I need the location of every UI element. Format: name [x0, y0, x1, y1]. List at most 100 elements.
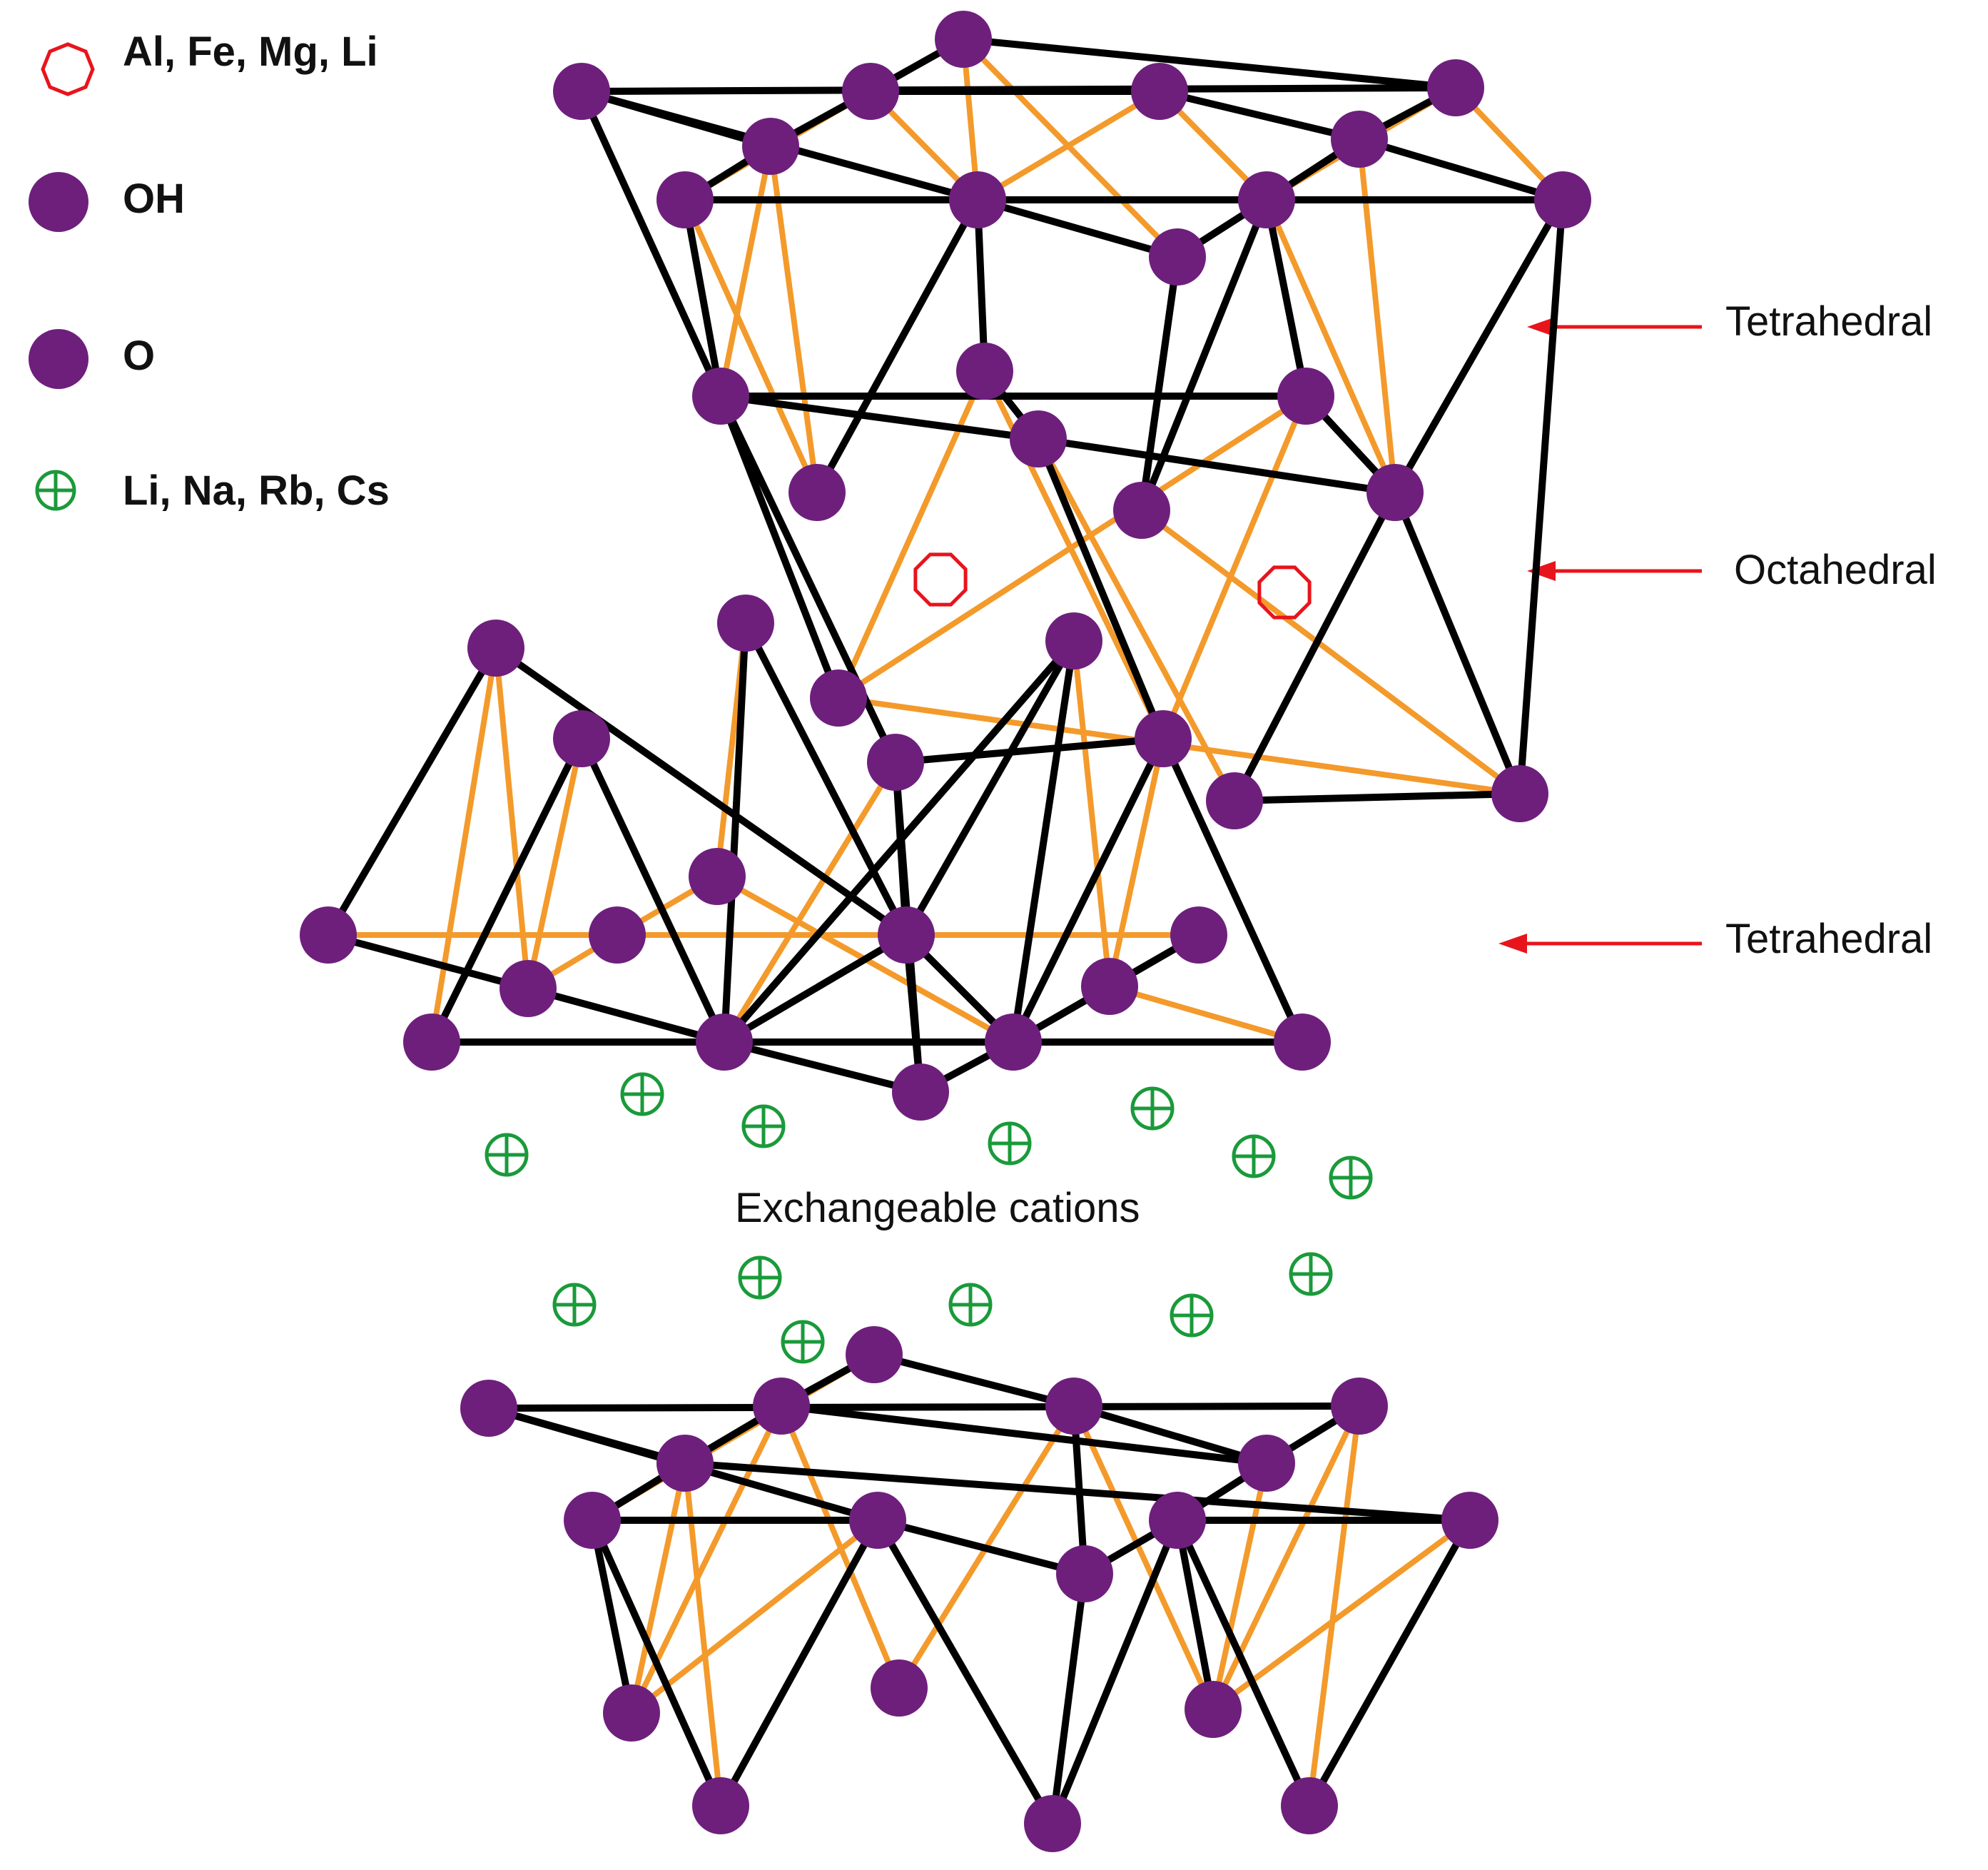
- oxygen-atom: [956, 343, 1013, 400]
- oxygen-atom: [892, 1063, 949, 1121]
- oxygen-atom: [553, 63, 610, 120]
- exchangeable-cation: [781, 1320, 825, 1364]
- black-bond: [578, 88, 724, 400]
- layer-label-top-tetrahedral: Tetrahedral: [1527, 298, 1932, 345]
- exchangeable-cation: [552, 1283, 597, 1327]
- oxygen-atom: [846, 1326, 903, 1383]
- oxygen-atom: [1491, 765, 1548, 822]
- black-bond: [1231, 489, 1399, 804]
- oxygen-atom: [949, 171, 1006, 228]
- exchangeable-cation: [485, 1133, 529, 1177]
- orange-bond: [1139, 507, 1523, 797]
- oxygen-atom: [1534, 171, 1591, 228]
- oxygen-atom: [985, 1014, 1042, 1071]
- octahedral-cation-site: [1257, 565, 1312, 620]
- oxygen-atom: [1238, 171, 1295, 228]
- black-bond: [892, 735, 1167, 766]
- octahedral-cation-group: [913, 552, 1312, 620]
- oxygen-atom: [589, 906, 646, 964]
- orange-bond: [1107, 736, 1166, 989]
- oxygen-atom: [1024, 1795, 1081, 1852]
- orange-bond: [836, 393, 1309, 701]
- oxygen-atom: [1185, 1681, 1242, 1738]
- orange-bond: [682, 1460, 724, 1809]
- black-bond: [960, 36, 1459, 91]
- legend-label-exchangeable-cation: Li, Na, Rb, Cs: [123, 468, 390, 514]
- orange-bond: [1035, 436, 1237, 804]
- oxygen-atom: [842, 63, 899, 120]
- orange-bond: [1160, 393, 1309, 742]
- black-bond: [589, 1517, 724, 1809]
- orange-bond: [1071, 638, 1112, 989]
- exchangeable-cation: [988, 1121, 1032, 1166]
- oxygen-atom: [564, 1492, 621, 1549]
- black-bond: [1156, 88, 1363, 143]
- black-bond: [589, 1517, 635, 1717]
- oxygen-atom: [300, 906, 357, 964]
- exchangeable-cation: [741, 1104, 786, 1148]
- oxygen-atom: [935, 11, 992, 68]
- oxygen-atom: [717, 595, 774, 652]
- exchangeable-cation: [738, 1255, 782, 1300]
- exchangeable-cation: [1130, 1086, 1175, 1131]
- black-bond: [681, 196, 724, 400]
- black-bond: [485, 1402, 1363, 1412]
- oxygen-atom: [1366, 464, 1424, 521]
- black-bond: [717, 393, 899, 766]
- black-bond: [717, 393, 1042, 443]
- black-bond: [874, 1517, 1056, 1827]
- black-bond: [871, 1351, 1077, 1410]
- black-bond: [721, 1038, 924, 1096]
- oxygen-atom: [810, 669, 867, 727]
- black-bond: [1391, 489, 1523, 797]
- black-bond: [1174, 1517, 1217, 1713]
- legend-label-oh: OH: [123, 176, 185, 222]
- black-bond: [717, 1517, 881, 1809]
- black-bond: [903, 637, 1077, 939]
- oxygen-atom: [753, 1378, 810, 1435]
- orange-bond: [975, 89, 1162, 203]
- oxygen-atom: [1281, 1777, 1338, 1834]
- orange-bond: [960, 36, 1180, 260]
- oxygen-atom: [1010, 410, 1067, 468]
- oxygen-atom: [1081, 958, 1138, 1015]
- legend-item-octahedral-cation: Al, Fe, Mg, Li: [41, 29, 378, 96]
- oxygen-atom: [1149, 1492, 1206, 1549]
- black-bond: [1035, 435, 1167, 742]
- black-bond: [524, 985, 728, 1046]
- oxygen-atom: [1277, 368, 1334, 425]
- black-bond: [325, 931, 532, 992]
- oxygen-atom: [1441, 1492, 1498, 1549]
- exchangeable-cation-icon: [35, 470, 76, 511]
- oxygen-atom: [656, 1435, 714, 1492]
- oxygen-atom: [499, 960, 557, 1017]
- legend-item-oh: OH: [29, 172, 185, 232]
- oxygen-atom: [696, 1014, 753, 1071]
- oxygen-atom: [1206, 772, 1263, 829]
- black-bond: [1391, 196, 1566, 496]
- exchangeable-cation: [1329, 1156, 1373, 1200]
- oxygen-atom-icon: [29, 329, 88, 389]
- oxygen-atom: [871, 1659, 928, 1717]
- orange-bond: [629, 1517, 881, 1716]
- black-bond: [1356, 136, 1566, 203]
- layer-label-bottom-tetrahedral-text: Tetrahedral: [1725, 916, 1932, 962]
- orange-bond: [629, 1460, 688, 1716]
- oxygen-atom: [603, 1684, 660, 1742]
- legend: Al, Fe, Mg, Li OH O Li, Na, Rb, Cs: [29, 29, 390, 514]
- oxygen-atom: [1131, 63, 1188, 120]
- oxygen-atom: [553, 710, 610, 767]
- oxygen-atom: [403, 1014, 460, 1071]
- oxygen-atom: [1331, 111, 1388, 168]
- exchangeable-cation: [1232, 1134, 1276, 1178]
- black-bond: [1174, 1517, 1313, 1809]
- exchangeable-cation: [620, 1072, 664, 1116]
- oxygen-atom: [1170, 906, 1227, 964]
- exchangeable-cation: [948, 1283, 993, 1327]
- black-bond: [1138, 253, 1181, 514]
- orange-bond: [1210, 1403, 1362, 1712]
- orange-bond: [721, 759, 898, 1045]
- oxygen-atom: [1045, 1378, 1102, 1435]
- oxygen-atom: [1045, 612, 1102, 669]
